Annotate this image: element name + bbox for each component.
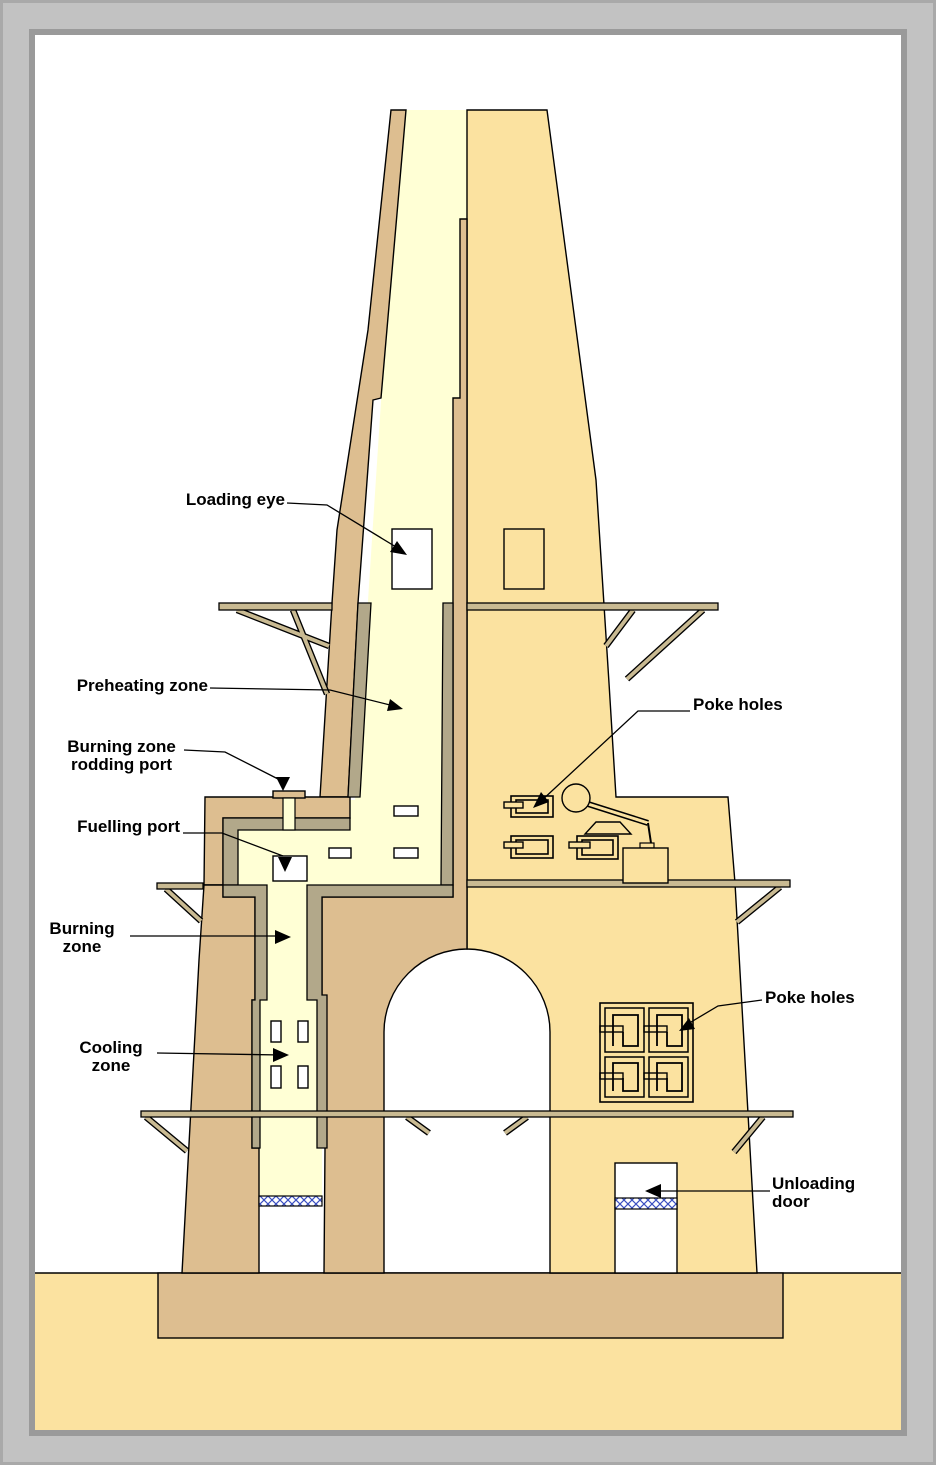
cooling-zone-vent xyxy=(297,1020,309,1043)
label-unloading-door: Unloading door xyxy=(772,1174,856,1211)
poke-rod xyxy=(643,1025,668,1033)
cooling-zone-vent xyxy=(270,1065,282,1089)
leader-rodding-port xyxy=(183,749,281,781)
arrow-unloading-door xyxy=(645,1184,661,1198)
grates xyxy=(258,1195,678,1210)
cooling-zone-vent xyxy=(270,1020,282,1043)
poke-holes-lower-group xyxy=(599,1002,694,1103)
poke-grid-frame xyxy=(599,1002,694,1103)
platform-upper-left xyxy=(218,602,333,611)
lining-left-lower xyxy=(222,884,268,1149)
brace-fills xyxy=(144,608,782,1154)
leader-poke-holes-upper xyxy=(539,710,690,803)
poke-rod xyxy=(599,1072,624,1080)
unloading-door-opening xyxy=(614,1162,678,1274)
poking-apparatus xyxy=(561,783,669,884)
poke-holes-upper-group xyxy=(503,783,669,884)
arrow-preheating-zone xyxy=(387,699,403,711)
apparatus-foot xyxy=(639,842,655,849)
label-burning-zone-rodding-port: Burning zone rodding port xyxy=(67,737,176,774)
loading-eye-opening xyxy=(391,528,433,590)
kiln-exterior-face xyxy=(466,109,758,1274)
cooling-zone-vent xyxy=(297,1065,309,1089)
leader-lines xyxy=(130,502,770,1192)
leader-preheating-zone xyxy=(209,687,399,708)
ground xyxy=(35,1272,901,1430)
leader-loading-eye xyxy=(286,502,402,551)
label-loading-eye: Loading eye xyxy=(185,490,285,509)
arrow-rodding-port xyxy=(276,777,290,791)
foundation-slab xyxy=(157,1272,784,1339)
poke-rod xyxy=(643,1072,668,1080)
label-preheating-zone: Preheating zone xyxy=(76,676,208,695)
arrow-loading-eye xyxy=(390,541,407,555)
arrow-poke-holes-upper xyxy=(533,792,549,808)
leader-fuelling-port xyxy=(183,832,284,857)
poke-rod xyxy=(503,801,524,809)
spiral xyxy=(612,1062,639,1092)
label-cooling-zone: Cooling zone xyxy=(79,1038,143,1075)
arrow-burning-zone xyxy=(275,930,291,944)
poke-grid-rods xyxy=(599,1025,668,1080)
platform-lower xyxy=(140,1110,794,1118)
lining-right-upper xyxy=(440,602,454,886)
chamber-vent xyxy=(393,847,419,859)
leader-poke-holes-lower xyxy=(685,999,763,1026)
poke-rods xyxy=(503,801,591,849)
apparatus-stand xyxy=(583,821,633,835)
platform-middle-left xyxy=(156,882,204,890)
lining-left-upper xyxy=(347,602,372,798)
unloading-door-grate xyxy=(614,1197,678,1210)
arrow-poke-holes-lower xyxy=(679,1018,695,1031)
poke-grid-cell xyxy=(648,1056,689,1098)
rodding-port-cap xyxy=(272,790,306,799)
leader-cooling-zone xyxy=(156,1052,284,1056)
poke-grid-spirals xyxy=(612,1014,683,1092)
label-burning-zone: Burning zone xyxy=(49,919,115,956)
refractory-lining xyxy=(222,602,454,1149)
chamber-vent xyxy=(328,847,352,859)
rodding-port-channel xyxy=(282,797,296,831)
lining-right-lower xyxy=(306,884,454,1149)
poke-rod xyxy=(568,841,591,849)
platform-upper-right xyxy=(466,602,719,611)
kiln-openings xyxy=(270,528,678,1274)
poke-rod xyxy=(503,841,524,849)
chamber-vent xyxy=(393,805,419,817)
label-fuelling-port: Fuelling port xyxy=(77,817,180,836)
apparatus-wheel xyxy=(561,783,591,813)
spiral xyxy=(612,1014,639,1047)
preheating-shaft-fill xyxy=(210,110,467,897)
poke-rod xyxy=(599,1025,624,1033)
arrowheads xyxy=(273,541,695,1198)
poke-grid-cell xyxy=(648,1007,689,1053)
spiral xyxy=(656,1062,683,1092)
shaft-grate xyxy=(258,1195,323,1207)
apparatus-arm xyxy=(647,822,652,844)
arrow-cooling-zone xyxy=(273,1048,289,1062)
apparatus-lever xyxy=(587,802,649,825)
exterior-loading-eye-outline xyxy=(503,528,545,590)
label-poke-holes-lower: Poke holes xyxy=(765,988,855,1007)
arrow-fuelling-port xyxy=(278,857,292,872)
apparatus-pedestal xyxy=(622,847,669,884)
kiln-walls xyxy=(181,109,468,1274)
label-poke-holes-upper: Poke holes xyxy=(693,695,783,714)
